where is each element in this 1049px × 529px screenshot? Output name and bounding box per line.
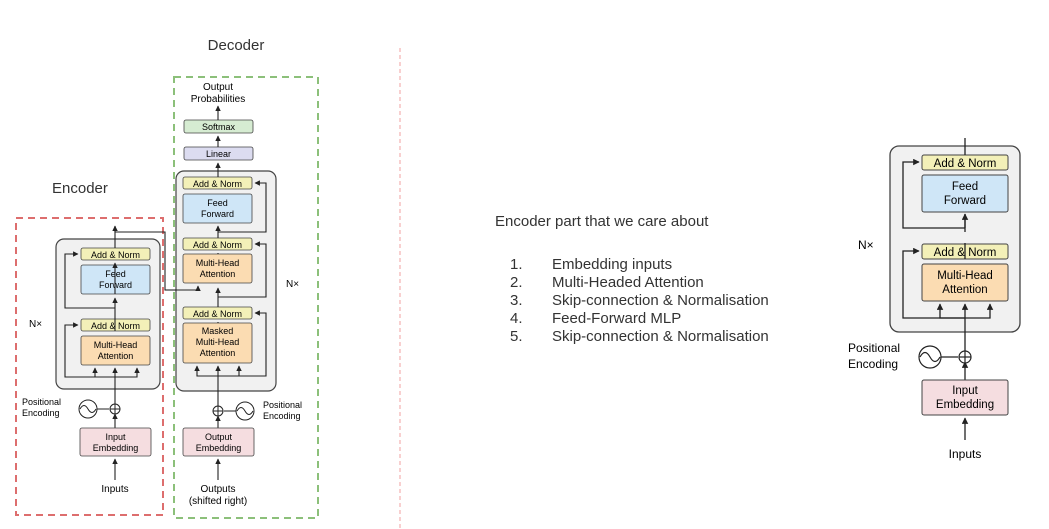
list-item: 5. Skip-connection & Normalisation: [510, 328, 769, 346]
encoder-pos-enc-label-1: Positional: [22, 397, 61, 407]
steps-list: 1. Embedding inputs 2. Multi-Headed Attent…: [510, 256, 769, 346]
list-item-number: 4.: [510, 310, 523, 327]
list-item: 3. Skip-connection & Normalisation: [510, 292, 769, 310]
decoder-title: Decoder: [208, 37, 265, 54]
decoder-output-prob-label-2: Probabilities: [191, 94, 245, 105]
decoder-add-norm-1-label: Add & Norm: [193, 179, 242, 189]
decoder-output-embedding: [182, 427, 255, 457]
list-item: 1. Embedding inputs: [510, 256, 769, 274]
encoder-attention-label-1: Multi-Head: [94, 340, 138, 350]
list-item-text: Feed-Forward MLP: [552, 310, 682, 327]
decoder-masked-label-3: Attention: [200, 348, 236, 358]
list-item: 4. Feed-Forward MLP: [510, 310, 769, 328]
decoder-outputs-label-2: (shifted right): [189, 496, 247, 507]
slide-caption: Encoder part that we care about: [495, 213, 709, 230]
right-input-embedding-label-1: Input: [952, 385, 978, 397]
list-item-text: Skip-connection & Normalisation: [552, 328, 769, 345]
right-feed-forward-label-2: Forward: [944, 195, 986, 207]
decoder-feed-forward-label-2: Forward: [201, 209, 234, 219]
right-feed-forward: [921, 174, 1009, 213]
decoder-repeat-label: N×: [286, 279, 299, 290]
right-input-embedding-label-2: Embedding: [936, 399, 994, 411]
right-add-norm-top-label: Add & Norm: [934, 158, 997, 170]
decoder-feed-forward-label-1: Feed: [207, 198, 228, 208]
decoder-outputs-label-1: Outputs: [200, 484, 235, 495]
decoder-add-norm-2-label: Add & Norm: [193, 240, 242, 250]
decoder-attention-label-2: Attention: [200, 269, 236, 279]
list-item-number: 1.: [510, 256, 523, 273]
decoder-output-prob-label-1: Output: [203, 82, 233, 93]
decoder-output-embedding-label-1: Output: [205, 432, 233, 442]
decoder-pos-enc-label-1: Positional: [263, 400, 302, 410]
right-inputs-label: Inputs: [949, 447, 982, 461]
decoder-linear-label: Linear: [206, 149, 231, 159]
encoder-arrows: [64, 225, 140, 428]
right-attention: [921, 263, 1009, 302]
decoder-dashed-frame: [173, 76, 319, 519]
encoder-input-embedding: [79, 427, 152, 457]
right-attention-label-2: Attention: [942, 284, 987, 296]
right-pos-enc-label-1: Positional: [848, 341, 900, 355]
encoder-attention-label-2: Attention: [98, 351, 134, 361]
right-encoder-arrows: [902, 138, 994, 380]
decoder-masked-label-1: Masked: [202, 326, 234, 336]
list-item-number: 2.: [510, 274, 523, 291]
list-item-number: 3.: [510, 292, 523, 309]
decoder-masked-label-2: Multi-Head: [196, 337, 240, 347]
encoder-title: Encoder: [52, 180, 108, 197]
list-item-number: 5.: [510, 328, 523, 345]
right-attention-label-1: Multi-Head: [937, 270, 993, 282]
encoder-attention: [80, 335, 151, 366]
encoder-dashed-frame: [15, 217, 164, 516]
decoder-pos-enc-label-2: Encoding: [263, 411, 301, 421]
list-item-text: Multi-Headed Attention: [552, 274, 704, 291]
list-item-text: Skip-connection & Normalisation: [552, 292, 769, 309]
encoder-pos-enc-label-2: Encoding: [22, 408, 60, 418]
decoder-arrows: [114, 105, 267, 428]
encoder-repeat-label: N×: [29, 319, 42, 330]
right-repeat-label: N×: [858, 238, 874, 252]
right-feed-forward-label-1: Feed: [952, 181, 978, 193]
encoder-inputs-label: Inputs: [101, 484, 128, 495]
right-encoder-stack: [889, 145, 1021, 333]
decoder-output-embedding-label-2: Embedding: [196, 443, 242, 453]
encoder-input-embedding-label-2: Embedding: [93, 443, 139, 453]
encoder-stack: [55, 238, 161, 390]
right-pos-enc-label-2: Encoding: [848, 357, 898, 371]
decoder-feed-forward: [182, 193, 253, 224]
list-item-text: Embedding inputs: [552, 256, 673, 273]
encoder-input-embedding-label-1: Input: [105, 432, 126, 442]
decoder-add-norm-3-label: Add & Norm: [193, 309, 242, 319]
list-item: 2. Multi-Headed Attention: [510, 274, 769, 292]
encoder-add-norm-top-label: Add & Norm: [91, 250, 140, 260]
right-input-embedding: [921, 379, 1009, 416]
decoder-softmax-label: Softmax: [202, 122, 236, 132]
decoder-attention-label-1: Multi-Head: [196, 258, 240, 268]
